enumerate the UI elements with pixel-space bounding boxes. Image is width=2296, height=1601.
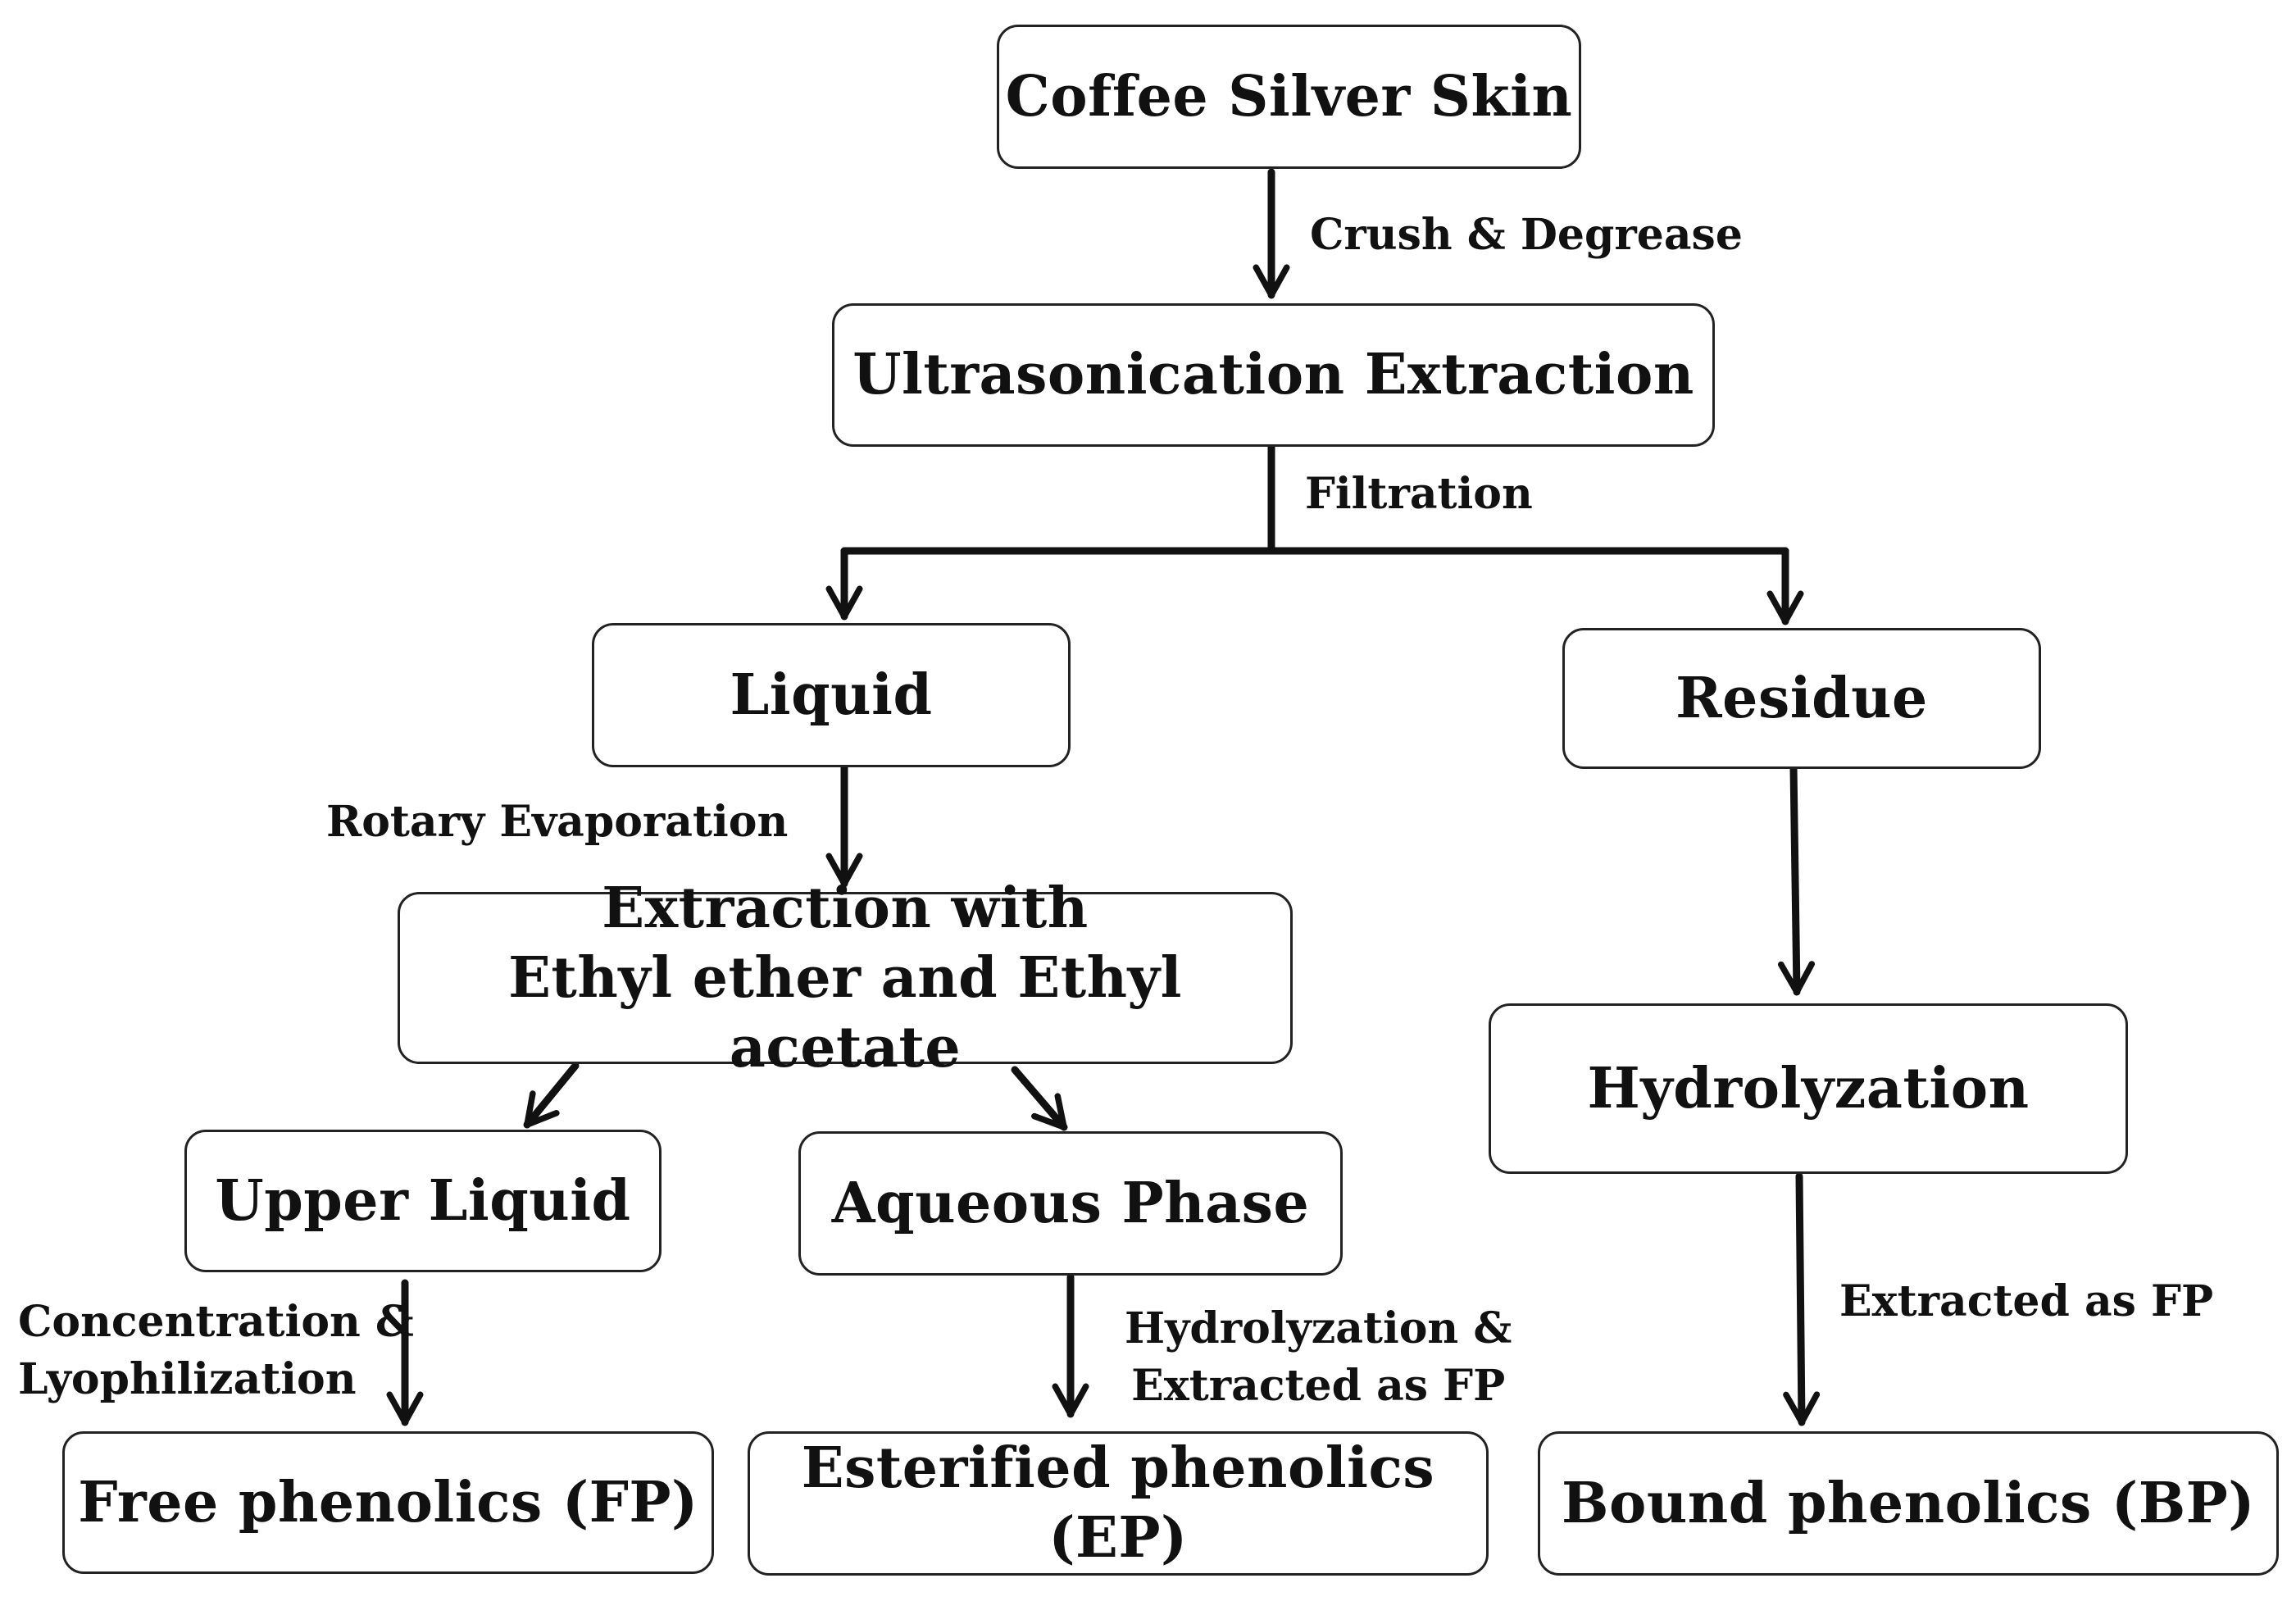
rotary-evaporation-label: Rotary Evaporation [326,797,789,847]
extracted-as-fp-label: Extracted as FP [1839,1276,2214,1326]
arrow-to-aqueous-phase [1011,1066,1068,1131]
upper-liquid-label: Upper Liquid [215,1167,631,1234]
arrow-residue-to-hydrolyzation [1778,762,1816,996]
liquid-box: Liquid [592,623,1071,767]
extraction-with-solvents-box: Extraction with Ethyl ether and Ethyl ac… [398,876,1293,1080]
esterified-phenolics-box: Esterified phenolics (EP) [748,1431,1489,1576]
hydrolyzation-extracted-fp-label: Hydrolyzation & Extracted as FP [1125,1303,1512,1411]
arrow-extracted-as-fp [1783,1172,1821,1426]
filtration-label: Filtration [1305,469,1533,519]
free-phenolics-label: Free phenolics (FP) [78,1469,698,1535]
aqueous-phase-box: Aqueous Phase [798,1131,1343,1276]
free-phenolics-box: Free phenolics (FP) [62,1431,714,1574]
liquid-label: Liquid [730,662,933,728]
concentration-lyophilization-label: Concentration & Lyophilization [18,1297,414,1404]
hydrolyzation-box: Hydrolyzation [1489,1003,2128,1174]
coffee-silver-skin-box: Coffee Silver Skin [997,25,1581,169]
ultrasonication-extraction-label: Ultrasonication Extraction [852,342,1694,407]
bound-phenolics-box: Bound phenolics (BP) [1538,1431,2279,1576]
upper-liquid-box: Upper Liquid [184,1130,662,1272]
aqueous-phase-label: Aqueous Phase [831,1170,1310,1236]
residue-box: Residue [1562,628,2041,769]
bound-phenolics-label: Bound phenolics (BP) [1562,1470,2255,1536]
hydrolyzation-label: Hydrolyzation [1587,1055,2030,1121]
extraction-with-solvents-label: Extraction with Ethyl ether and Ethyl ac… [508,875,1182,1080]
residue-label: Residue [1675,665,1928,731]
esterified-phenolics-label: Esterified phenolics (EP) [801,1435,1435,1571]
arrow-to-upper-liquid [523,1062,580,1129]
ultrasonication-extraction-box: Ultrasonication Extraction [832,303,1715,447]
crush-degrease-label: Crush & Degrease [1310,210,1743,260]
coffee-silver-skin-label: Coffee Silver Skin [1005,63,1573,130]
